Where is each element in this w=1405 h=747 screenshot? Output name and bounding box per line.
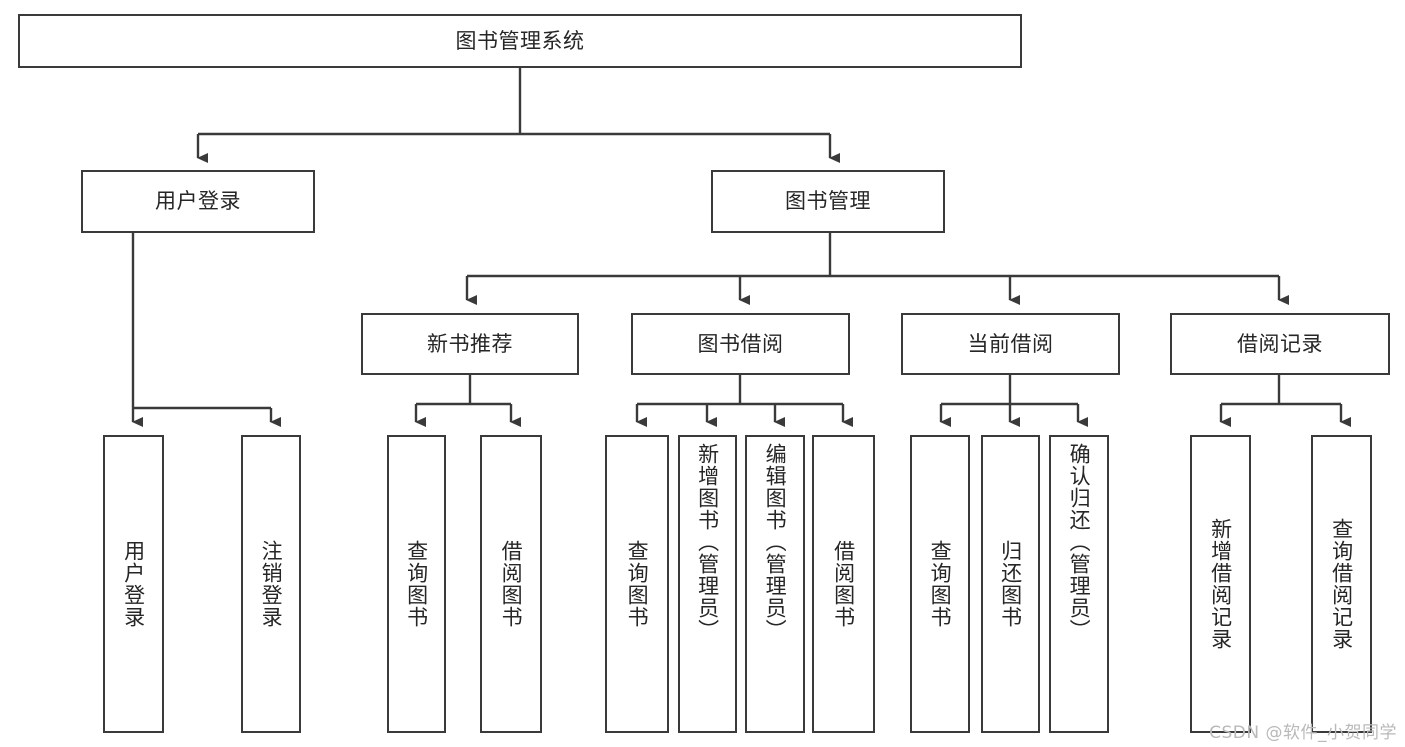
node-label: 注销登录 bbox=[259, 540, 284, 628]
node-label: 借阅记录 bbox=[1237, 331, 1323, 356]
node-leaf-return-book[interactable]: 归还图书 bbox=[981, 435, 1040, 733]
node-leaf-logout[interactable]: 注销登录 bbox=[241, 435, 301, 733]
node-label: 查询图书 bbox=[928, 540, 953, 628]
node-label: 借阅图书 bbox=[831, 540, 856, 628]
node-label: 新增图书（管理员） bbox=[695, 443, 720, 641]
node-label: 编辑图书（管理员） bbox=[763, 443, 788, 641]
node-label: 图书管理 bbox=[785, 189, 871, 214]
node-leaf-confirm-return-admin[interactable]: 确认归还（管理员） bbox=[1049, 435, 1109, 733]
node-book-borrow[interactable]: 图书借阅 bbox=[631, 313, 850, 375]
node-current-borrow[interactable]: 当前借阅 bbox=[901, 313, 1120, 375]
node-label: 查询图书 bbox=[404, 540, 429, 628]
node-label: 新增借阅记录 bbox=[1208, 518, 1233, 650]
node-leaf-query-book-current[interactable]: 查询图书 bbox=[910, 435, 970, 733]
node-leaf-query-borrow-record[interactable]: 查询借阅记录 bbox=[1311, 435, 1372, 733]
node-leaf-edit-book-admin[interactable]: 编辑图书（管理员） bbox=[745, 435, 805, 733]
node-new-book-recommend[interactable]: 新书推荐 bbox=[361, 313, 579, 375]
node-label: 确认归还（管理员） bbox=[1067, 443, 1092, 641]
node-label: 用户登录 bbox=[155, 189, 241, 214]
node-label: 查询图书 bbox=[625, 540, 650, 628]
node-root-book-management-system[interactable]: 图书管理系统 bbox=[18, 14, 1022, 68]
node-leaf-user-login[interactable]: 用户登录 bbox=[103, 435, 164, 733]
node-label: 归还图书 bbox=[998, 540, 1023, 628]
node-leaf-borrow-book-recommend[interactable]: 借阅图书 bbox=[480, 435, 542, 733]
node-book-management[interactable]: 图书管理 bbox=[711, 170, 945, 233]
node-label: 图书管理系统 bbox=[455, 28, 585, 53]
node-user-login[interactable]: 用户登录 bbox=[81, 170, 315, 233]
node-label: 当前借阅 bbox=[967, 331, 1054, 356]
node-label: 用户登录 bbox=[121, 540, 146, 628]
node-leaf-query-book-borrow[interactable]: 查询图书 bbox=[605, 435, 669, 733]
node-leaf-add-book-admin[interactable]: 新增图书（管理员） bbox=[678, 435, 737, 733]
node-leaf-add-borrow-record[interactable]: 新增借阅记录 bbox=[1190, 435, 1251, 733]
node-label: 新书推荐 bbox=[427, 331, 513, 356]
node-label: 借阅图书 bbox=[499, 540, 524, 628]
node-label: 查询借阅记录 bbox=[1329, 518, 1354, 650]
watermark-csdn: CSDN @软件_小贺同学 bbox=[1209, 723, 1397, 743]
node-label: 图书借阅 bbox=[697, 331, 784, 356]
node-borrow-record[interactable]: 借阅记录 bbox=[1170, 313, 1390, 375]
node-leaf-query-book-recommend[interactable]: 查询图书 bbox=[387, 435, 446, 733]
node-leaf-borrow-book[interactable]: 借阅图书 bbox=[812, 435, 875, 733]
